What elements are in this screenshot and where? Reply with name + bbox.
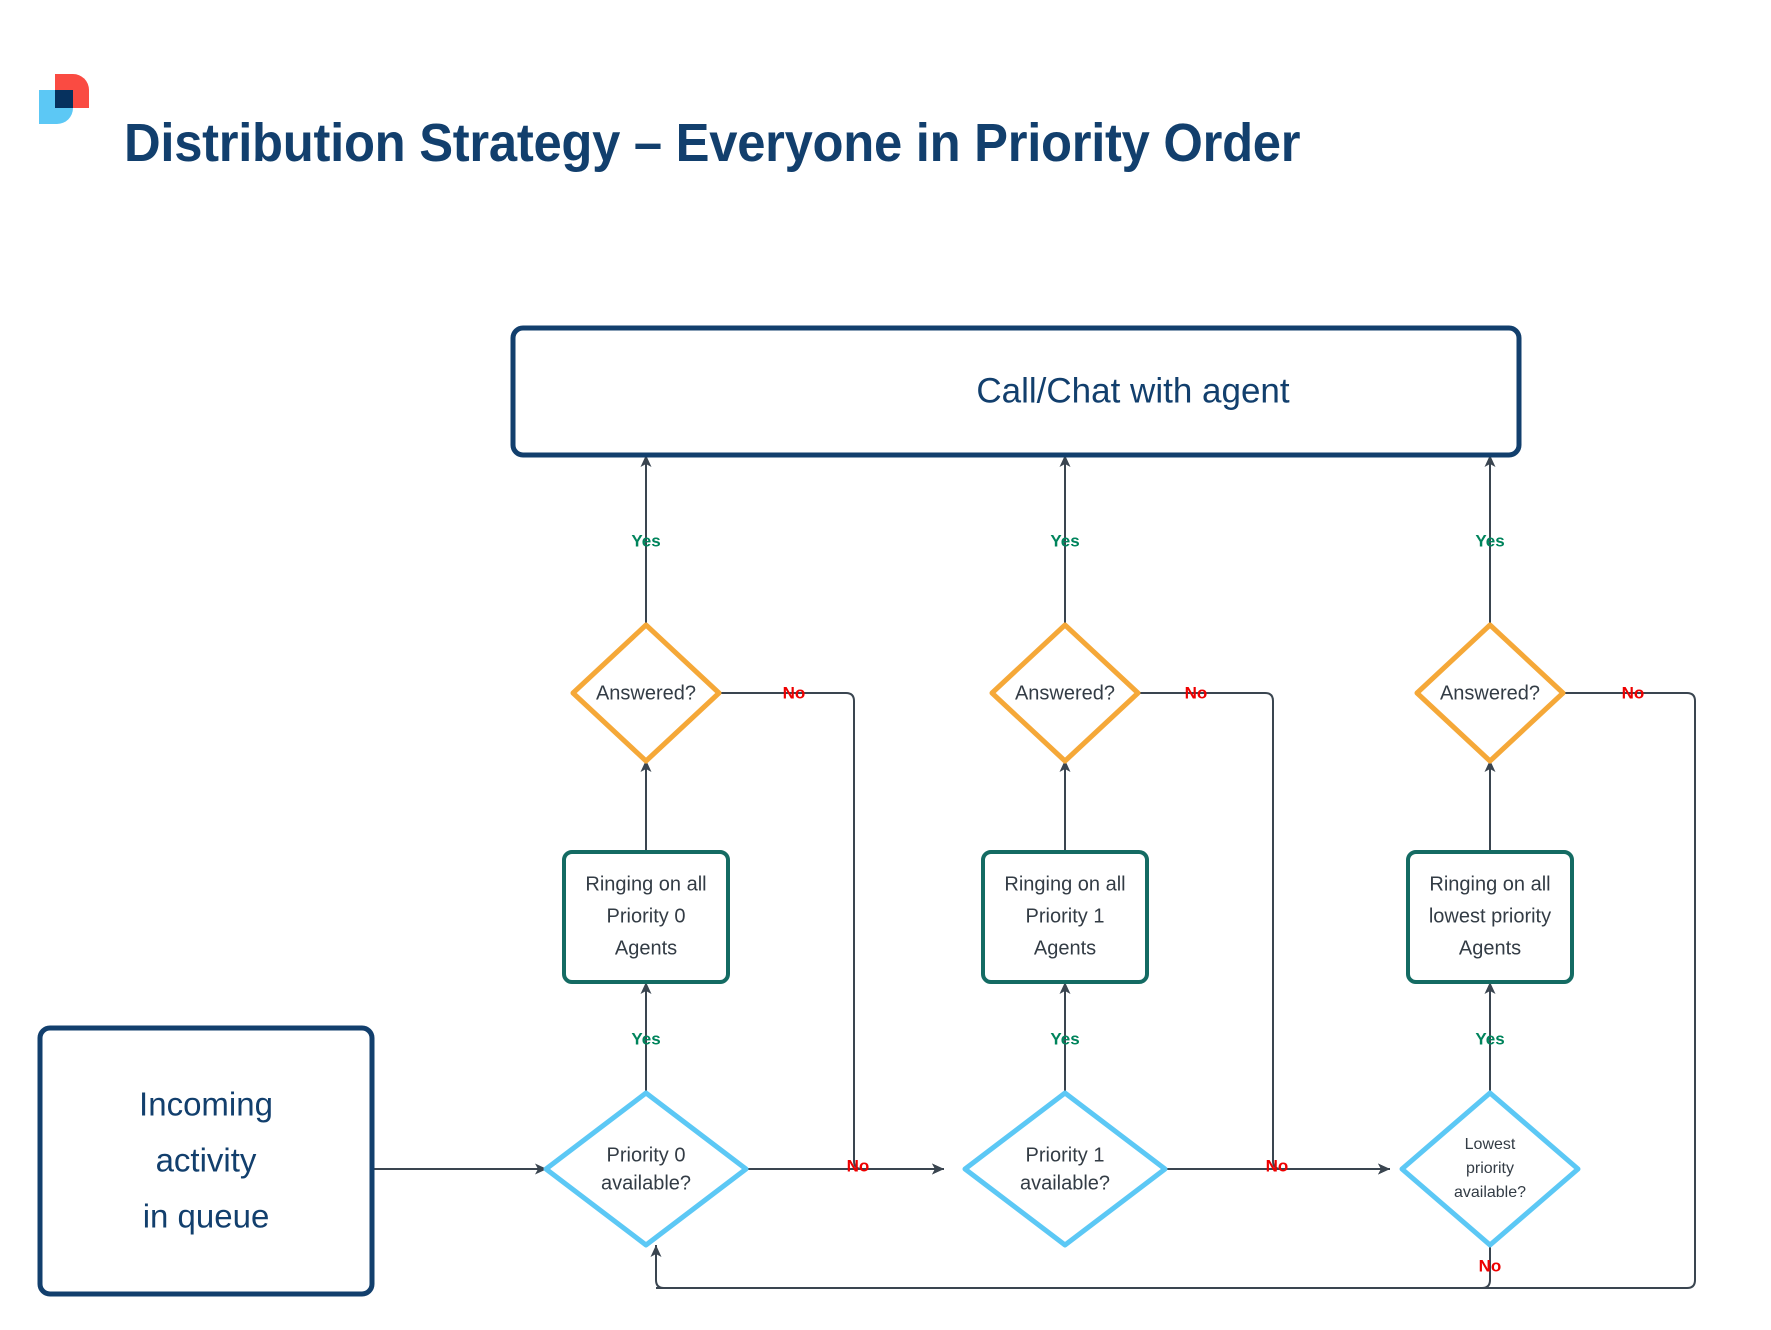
ring0-label-line3: Agents (615, 937, 677, 959)
ring0-label-line2: Priority 0 (607, 905, 686, 927)
edge-answered1-no-to-low (1138, 692, 1390, 1175)
edge-answered0-no-to-p1 (719, 692, 944, 1175)
node-incoming[interactable]: Incoming activity in queue (37, 1025, 375, 1297)
answered0-diamond[interactable] (570, 622, 722, 764)
edges-layer (372, 455, 1696, 1289)
ring1-label-line3: Agents (1034, 937, 1096, 959)
lowavail-label-line3: available? (1454, 1184, 1526, 1201)
answered0-label: Answered? (596, 682, 696, 704)
ring1-label-line2: Priority 1 (1026, 905, 1105, 927)
edge-label-yes-col1-bottom: Yes (1050, 1029, 1079, 1048)
lowavail-label-line2: priority (1466, 1160, 1514, 1177)
edge-label-no-col1-bottom: No (1266, 1156, 1289, 1175)
p0avail-diamond[interactable] (543, 1090, 749, 1248)
incoming-box[interactable] (37, 1025, 375, 1297)
callchat-box[interactable] (510, 325, 1522, 458)
ringlow-label-line2: lowest priority (1429, 905, 1551, 927)
edge-label-yes-col2-bottom: Yes (1475, 1029, 1504, 1048)
logo-navy-square (55, 90, 73, 108)
edge-label-no-col1-top: No (1185, 683, 1208, 702)
edge-low-no-rail (656, 1235, 1491, 1289)
ring0-box[interactable] (562, 850, 730, 984)
p0avail-label-line2: available? (601, 1172, 691, 1194)
node-answered0[interactable]: Answered? (570, 622, 722, 764)
brand-logo-icon (33, 68, 95, 130)
ring0-label-line1: Ringing on all (585, 873, 706, 895)
ringlow-label-line3: Agents (1459, 937, 1521, 959)
ring1-label-line1: Ringing on all (1004, 873, 1125, 895)
edge-label-no-col2-bottom: No (1479, 1256, 1502, 1275)
node-ringlow[interactable]: Ringing on all lowest priority Agents (1406, 850, 1574, 984)
lowavail-diamond[interactable] (1399, 1090, 1581, 1248)
edge-label-yes-col2-top: Yes (1475, 531, 1504, 550)
edge-answeredlow-no-rail (656, 692, 1696, 1289)
ringlow-label-line1: Ringing on all (1429, 873, 1550, 895)
answeredlow-diamond[interactable] (1414, 622, 1566, 764)
ring1-box[interactable] (981, 850, 1149, 984)
edge-label-no-col0-top: No (783, 683, 806, 702)
node-answered1[interactable]: Answered? (989, 622, 1141, 764)
node-p1avail[interactable]: Priority 1 available? (962, 1090, 1168, 1248)
answered1-diamond[interactable] (989, 622, 1141, 764)
lowavail-label-line1: Lowest (1465, 1136, 1516, 1153)
node-callchat[interactable]: Call/Chat with agent (510, 325, 1522, 458)
incoming-label-line3: in queue (143, 1198, 270, 1235)
edge-label-no-col2-top: No (1622, 683, 1645, 702)
page-title: Distribution Strategy – Everyone in Prio… (124, 113, 1301, 173)
ringlow-box[interactable] (1406, 850, 1574, 984)
edge-label-yes-col0-bottom: Yes (631, 1029, 660, 1048)
edge-bottom-rail-to-p0 (650, 1245, 665, 1289)
p1avail-label-line2: available? (1020, 1172, 1110, 1194)
edge-label-yes-col1-top: Yes (1050, 531, 1079, 550)
p1avail-label-line1: Priority 1 (1026, 1144, 1105, 1166)
incoming-label-line1: Incoming (139, 1086, 273, 1123)
node-ring1[interactable]: Ringing on all Priority 1 Agents (981, 850, 1149, 984)
edge-label-no-col0-bottom: No (847, 1156, 870, 1175)
p1avail-diamond[interactable] (962, 1090, 1168, 1248)
answered1-label: Answered? (1015, 682, 1115, 704)
node-lowavail[interactable]: Lowest priority available? (1399, 1090, 1581, 1248)
p0avail-label-line1: Priority 0 (607, 1144, 686, 1166)
answeredlow-label: Answered? (1440, 682, 1540, 704)
node-p0avail[interactable]: Priority 0 available? (543, 1090, 749, 1248)
page-header: Distribution Strategy – Everyone in Prio… (0, 0, 1771, 210)
edge-labels-layer: Yes Yes Yes No No No Yes Yes Yes No No N… (631, 531, 1644, 1275)
callchat-label: Call/Chat with agent (976, 371, 1289, 410)
node-answeredlow[interactable]: Answered? (1414, 622, 1566, 764)
incoming-label-line2: activity (156, 1142, 257, 1179)
node-ring0[interactable]: Ringing on all Priority 0 Agents (562, 850, 730, 984)
edge-label-yes-col0-top: Yes (631, 531, 660, 550)
